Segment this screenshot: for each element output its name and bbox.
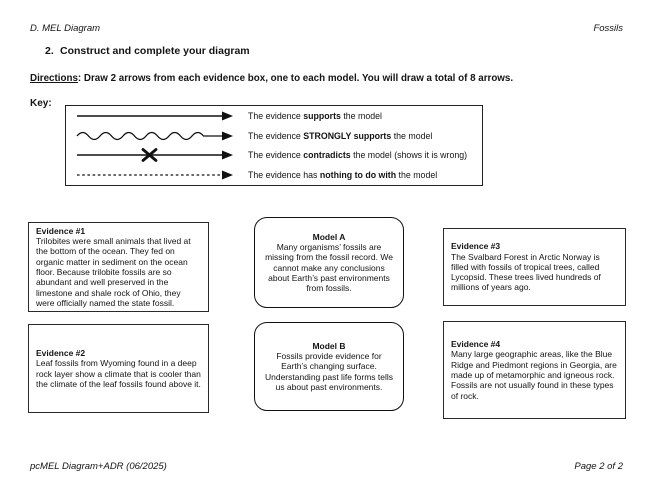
section-heading: 2. Construct and complete your diagram (45, 45, 250, 57)
evidence-box-4: Evidence #4 Many large geographic areas,… (443, 321, 626, 419)
evidence-1-text: Trilobites were small animals that lived… (36, 236, 191, 308)
footer-page-number: Page 2 of 2 (574, 461, 623, 472)
directions-line: Directions: Draw 2 arrows from each evid… (30, 73, 513, 84)
section-title: Construct and complete your diagram (60, 45, 250, 57)
key-label: Key: (30, 98, 52, 109)
evidence-3-text: The Svalbard Forest in Arctic Norway is … (451, 251, 601, 293)
model-a-box: Model A Many organisms’ fossils are miss… (254, 217, 404, 308)
directions-text: : Draw 2 arrows from each evidence box, … (77, 73, 514, 84)
dashed-arrow-icon (77, 170, 233, 180)
model-b-box: Model B Fossils provide evidence for Ear… (254, 322, 404, 411)
evidence-4-title: Evidence #4 (451, 339, 501, 350)
key-row-label: The evidence STRONGLY supports the model (248, 130, 433, 141)
directions-label: Directions (30, 73, 78, 84)
section-number: 2. (45, 45, 54, 57)
topic-label: Fossils (593, 23, 623, 34)
evidence-2-text: Leaf fossils from Wyoming found in a dee… (36, 358, 201, 389)
key-row-label: The evidence supports the model (248, 111, 382, 122)
evidence-box-1: Evidence #1 Trilobites were small animal… (28, 222, 209, 312)
footer-document-id: pcMEL Diagram+ADR (06/2025) (30, 461, 167, 472)
document-title: D. MEL Diagram (30, 23, 101, 34)
key-row-nothing: The evidence has nothing to do with the … (76, 166, 482, 184)
model-a-text: Many organisms’ fossils are missing from… (265, 241, 393, 294)
evidence-3-title: Evidence #3 (451, 241, 501, 252)
evidence-2-title: Evidence #2 (36, 347, 86, 358)
evidence-box-3: Evidence #3 The Svalbard Forest in Arcti… (443, 228, 626, 306)
model-b-title: Model B (312, 340, 346, 351)
key-row-contradicts: The evidence contradicts the model (show… (76, 146, 482, 164)
model-a-title: Model A (312, 231, 346, 242)
evidence-box-2: Evidence #2 Leaf fossils from Wyoming fo… (28, 324, 209, 413)
key-row-supports: The evidence supports the model (76, 107, 482, 125)
key-row-label: The evidence has nothing to do with the … (248, 169, 438, 180)
x-arrow-icon (77, 148, 233, 163)
solid-arrow-icon (77, 111, 233, 121)
evidence-4-text: Many large geographic areas, like the Bl… (451, 349, 617, 401)
key-row-label: The evidence contradicts the model (show… (248, 150, 468, 161)
key-box: The evidence supports the model The evid… (65, 105, 483, 186)
evidence-1-title: Evidence #1 (36, 225, 86, 236)
wavy-arrow-icon (76, 131, 233, 141)
key-row-strongly-supports: The evidence STRONGLY supports the model (76, 127, 482, 145)
model-b-text: Fossils provide evidence for Earth’s cha… (264, 351, 394, 392)
